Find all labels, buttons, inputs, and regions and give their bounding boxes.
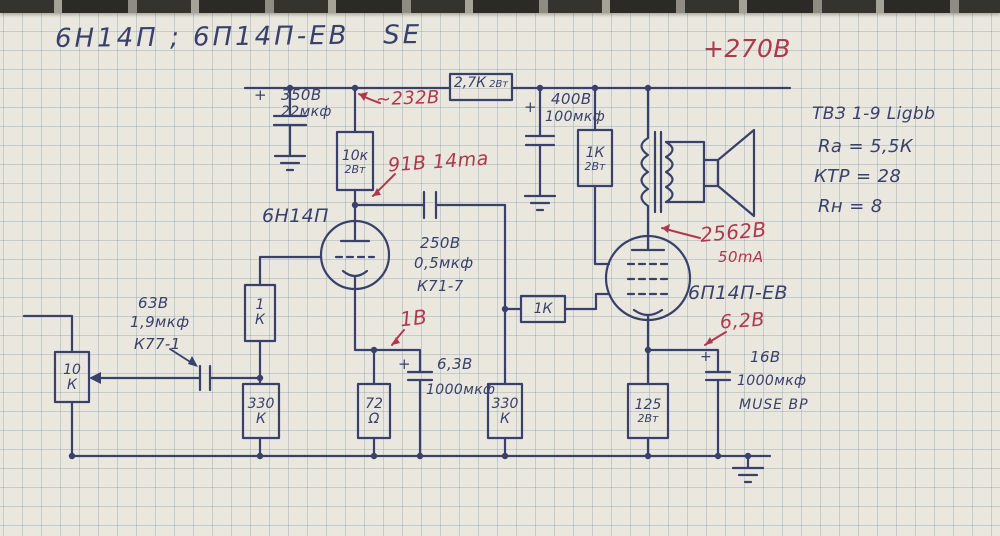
- supply-voltage-label: +270В: [703, 34, 791, 63]
- filter-cap-1-plus: +: [254, 86, 267, 104]
- transformer-ra-note: Ra = 5,5К: [818, 136, 914, 157]
- notebook-top-edge: [0, 0, 1000, 13]
- bypass-cap-1-plus: +: [398, 355, 411, 373]
- screen-resistor-symbol: [576, 86, 614, 266]
- filter-cap-1-symbol: [272, 86, 308, 158]
- coupling-cap-value: 0,5мкф: [414, 254, 474, 272]
- bypass-cap-1-value: 1000мкф: [426, 382, 496, 398]
- tube2-symbol: [604, 204, 692, 322]
- grid-leak-2-box: [486, 382, 524, 440]
- output-transformer-symbol: [640, 86, 706, 214]
- ground-icon-2: [523, 194, 557, 212]
- transformer-model-note: ТВЗ 1-9 Ligbb: [812, 104, 936, 124]
- coupling-cap-voltage: 250В: [420, 234, 461, 252]
- filter-cap-2-value: 100мкф: [545, 109, 606, 125]
- coupling-cap-symbol: [353, 190, 507, 220]
- cathode-resistor-1-box: [356, 382, 392, 440]
- junction-dots: [68, 84, 752, 460]
- grid-network-1: [241, 255, 323, 458]
- transformer-rn-note: Rн = 8: [818, 196, 883, 217]
- speaker-icon: [702, 128, 756, 218]
- grid-stopper-1-box: [243, 283, 277, 343]
- ground-icon-3: [731, 454, 765, 484]
- tube2-label: 6П14П-ЕВ: [688, 282, 788, 304]
- grid-leak-1-label: 330 К: [247, 396, 275, 427]
- filter-cap-1-value: 22мкф: [281, 104, 332, 120]
- input-section: [22, 314, 262, 458]
- cathode-resistor-2-label: 125 2Вт: [634, 396, 662, 425]
- schematic-title: 6Н14П ; 6П14П-ЕВ SE: [54, 20, 423, 54]
- cathode1-voltage: 1В: [398, 304, 429, 332]
- anode-resistor-symbol: [335, 86, 375, 243]
- bypass-cap-2-type: MUSE BP: [739, 397, 809, 413]
- bypass-cap-2-value: 1000мкф: [737, 373, 807, 389]
- cathode-resistor-2-box: [626, 382, 670, 440]
- input-cap-type: К77-1: [134, 335, 181, 353]
- bypass-cap-2-voltage: 16В: [750, 348, 781, 366]
- grid-leak-2-label: 330 К: [491, 396, 519, 427]
- filter-cap-2-symbol: [524, 86, 556, 198]
- volume-pot-label: 10 К: [63, 362, 81, 393]
- cathode2-voltage: 6,2В: [719, 308, 766, 334]
- cathode-network-2: [626, 318, 732, 458]
- cathode-resistor-1-label: 72 Ω: [365, 396, 383, 427]
- bypass-cap-1-voltage: 6,3В: [437, 355, 473, 373]
- grid-leak-1-box: [241, 382, 281, 440]
- pot-wiper-arrow-icon: [89, 372, 101, 384]
- coupling-cap-type: К71-7: [417, 277, 464, 295]
- tube1-label: 6Н14П: [262, 205, 329, 227]
- input-cap-value: 1,9мкф: [130, 313, 190, 331]
- after-filter-voltage: ~232В: [375, 86, 441, 111]
- decoupling-resistor-label: 2,7К 2Вт: [453, 75, 509, 91]
- decoupling-resistor-symbol: [448, 72, 514, 102]
- transformer-ktr-note: КТР = 28: [814, 166, 902, 187]
- filter-cap-2-voltage: 400В: [551, 90, 592, 108]
- ground-icon-1: [273, 154, 307, 172]
- input-cap-voltage: 63В: [138, 294, 169, 312]
- bypass-cap-2-plus: +: [700, 349, 713, 365]
- anode2-voltage: 2562В: [699, 217, 768, 247]
- anode-resistor-label: 10к 2Вт: [341, 147, 369, 176]
- filter-cap-2-plus: +: [524, 98, 537, 116]
- red-annotation-arrows: [358, 92, 727, 346]
- output-grid-network: [486, 203, 611, 458]
- cathode-network-1: [353, 287, 434, 458]
- grid-stopper-2-box: [519, 294, 567, 324]
- grid-stopper-1-label: 1 К: [255, 297, 265, 328]
- filter-cap-1-voltage: 350В: [281, 86, 322, 104]
- anode2-current: 50mA: [718, 248, 764, 266]
- screen-resistor-label: 1К 2Вт: [584, 144, 606, 173]
- grid-stopper-2-label: 1К: [533, 300, 553, 317]
